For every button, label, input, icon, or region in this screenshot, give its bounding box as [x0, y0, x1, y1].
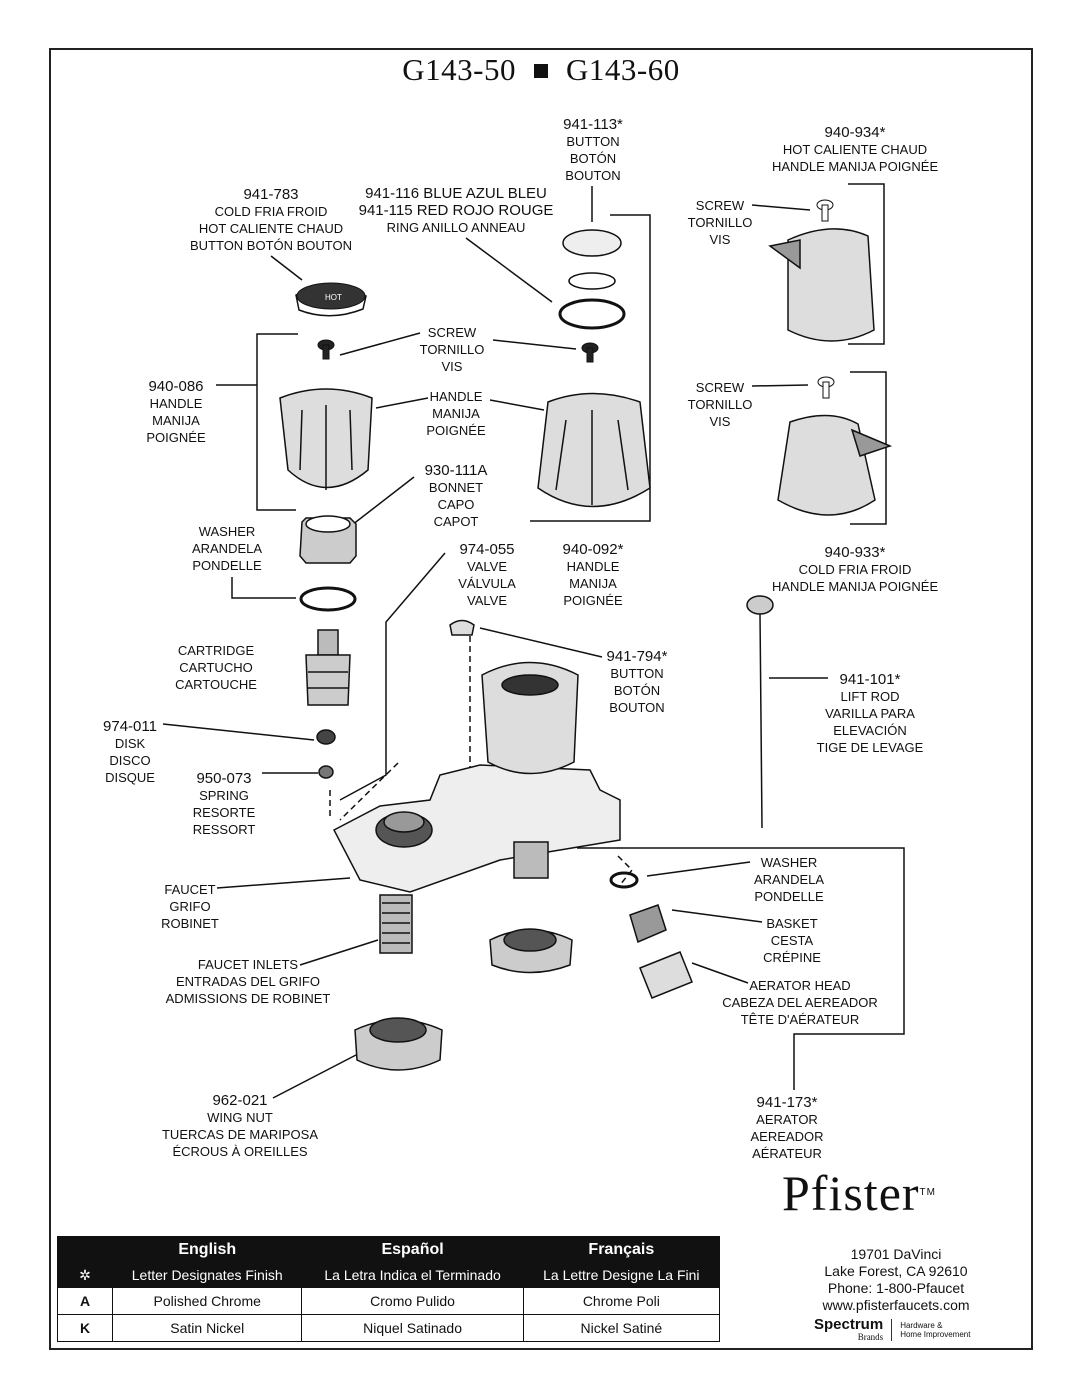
- address-line: Lake Forest, CA 92610: [824, 1263, 968, 1279]
- finish-symbol-icon: ✲: [57, 1262, 113, 1288]
- model-a: G143-50: [402, 52, 516, 87]
- wing-nut-icons: [354, 928, 573, 1071]
- finish-header-blank: [57, 1236, 113, 1263]
- hot-cold-button-icon: HOT: [295, 282, 367, 317]
- finish-cell: Chrome Poli: [522, 1287, 721, 1315]
- faucet-body-icon: [332, 619, 621, 954]
- finish-cell: Satin Nickel: [111, 1314, 303, 1342]
- model-b: G143-60: [566, 52, 680, 87]
- finish-cell: Polished Chrome: [111, 1287, 303, 1315]
- aerator-icons: [609, 871, 693, 999]
- address-line: 19701 DaVinci: [850, 1246, 942, 1262]
- finish-code: K: [57, 1314, 113, 1342]
- website-line: www.pfisterfaucets.com: [822, 1297, 970, 1313]
- phone-line: Phone: 1-800-Pfaucet: [827, 1280, 965, 1296]
- table-row: K Satin Nickel Niquel Satinado Nickel Sa…: [57, 1314, 721, 1342]
- page-frame: [49, 48, 1033, 1350]
- screw-icons: [317, 199, 835, 399]
- lift-rod-icon: [746, 595, 774, 829]
- logo-text: Pfister: [782, 1165, 920, 1221]
- finish-cell: Niquel Satinado: [301, 1314, 524, 1342]
- finish-sub-espanol: La Letra Indica el Terminado: [301, 1262, 524, 1288]
- pfister-logo: PfisterTM: [782, 1165, 1022, 1221]
- handle-icons: [279, 228, 893, 516]
- assembly-dash-lines: [329, 636, 634, 886]
- brands-text: Brands: [857, 1332, 884, 1342]
- finish-code: A: [57, 1287, 113, 1315]
- hot-button-text: HOT: [325, 293, 342, 302]
- spectrum-brands-logo: Spectrum Brands Hardware &Home Improveme…: [814, 1316, 994, 1342]
- finish-cell: Cromo Pulido: [301, 1287, 524, 1315]
- finish-cell: Nickel Satiné: [522, 1314, 721, 1342]
- leader-lines: [162, 183, 905, 1099]
- finish-header-francais: Français: [522, 1236, 721, 1263]
- page-title: G143-50 G143-60: [0, 52, 1082, 88]
- finish-header-english: English: [111, 1236, 303, 1263]
- finish-table: English Español Français ✲ Letter Design…: [57, 1236, 721, 1342]
- spectrum-text: Spectrum: [814, 1316, 884, 1333]
- finish-sub-francais: La Lettre Designe La Fini: [522, 1262, 721, 1288]
- logo-divider: [891, 1319, 893, 1341]
- separator-square-icon: [534, 63, 548, 78]
- finish-header-espanol: Español: [301, 1236, 524, 1263]
- finish-sub-english: Letter Designates Finish: [111, 1262, 303, 1288]
- address-block: 19701 DaVinci Lake Forest, CA 92610 Phon…: [794, 1246, 998, 1314]
- valve-stack-icons: [299, 515, 357, 779]
- table-row: A Polished Chrome Cromo Pulido Chrome Po…: [57, 1287, 721, 1315]
- trademark: TM: [919, 1187, 936, 1198]
- ring-and-button-icon: [558, 229, 626, 330]
- division-text: Hardware &Home Improvement: [900, 1321, 971, 1339]
- brand-block: PfisterTM: [782, 1165, 1022, 1221]
